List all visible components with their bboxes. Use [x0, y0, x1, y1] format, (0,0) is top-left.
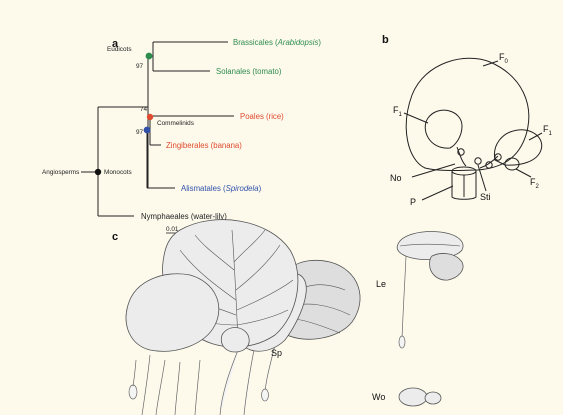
wolffia-body-small	[425, 392, 441, 404]
schematic-panel: b	[382, 34, 553, 207]
bootstrap-eudicots: 97	[136, 63, 144, 70]
node-circle	[475, 158, 481, 164]
lemna-drawing: Le	[376, 232, 463, 348]
node-label-commelinids: Commelinids	[157, 120, 194, 127]
frond-f1-right	[494, 130, 541, 165]
label-no: No	[390, 173, 402, 183]
lemna-frond-side	[430, 254, 463, 281]
node-label-eudicots: Eudicots	[107, 46, 132, 53]
frond-f1-left	[425, 110, 462, 148]
node-dot-angiosperms	[95, 169, 101, 175]
taxon-alismatales: Alismatales (Spirodela)	[181, 184, 262, 193]
node-dot-monocots	[144, 127, 151, 134]
label-sp: Sp	[271, 348, 282, 358]
label-wo: Wo	[372, 392, 385, 402]
frond-f2	[505, 158, 519, 170]
root-cylinder-top	[452, 167, 476, 175]
bootstrap-monocots: 97	[136, 129, 144, 136]
taxon-zingiberales: Zingiberales (banana)	[166, 141, 242, 150]
label-p: P	[410, 197, 416, 207]
label-f2: F2	[530, 177, 540, 190]
wolffia-body-large	[399, 388, 427, 406]
phylogeny-panel: a Eudicots 97	[42, 38, 321, 233]
illustration-panel: c	[112, 220, 463, 415]
label-le: Le	[376, 279, 386, 289]
frond-f0-outline	[406, 58, 529, 170]
node-dot-commelinids	[147, 114, 153, 120]
node-label-angiosperms: Angiosperms	[42, 169, 79, 176]
label-f1-right: F1	[543, 124, 553, 137]
node-dot-eudicots	[146, 53, 153, 60]
label-f0: F0	[499, 52, 509, 65]
label-sti: Sti	[480, 192, 491, 202]
node-circle	[495, 154, 501, 160]
wolffia-drawing: Wo	[372, 388, 441, 406]
label-f1-left: F1	[393, 105, 403, 118]
taxon-solanales: Solanales (tomato)	[216, 67, 282, 76]
schematic-drawing	[404, 58, 542, 200]
bootstrap-commelinids: 74	[140, 106, 148, 113]
panel-letter-c: c	[112, 231, 118, 243]
spirodela-drawing: Sp	[126, 220, 360, 415]
node-label-monocots: Monocots	[104, 169, 132, 176]
panel-letter-b: b	[382, 34, 389, 46]
taxon-poales: Poales (rice)	[240, 112, 284, 121]
taxon-brassicales: Brassicales (Arabidopsis)	[233, 38, 321, 47]
